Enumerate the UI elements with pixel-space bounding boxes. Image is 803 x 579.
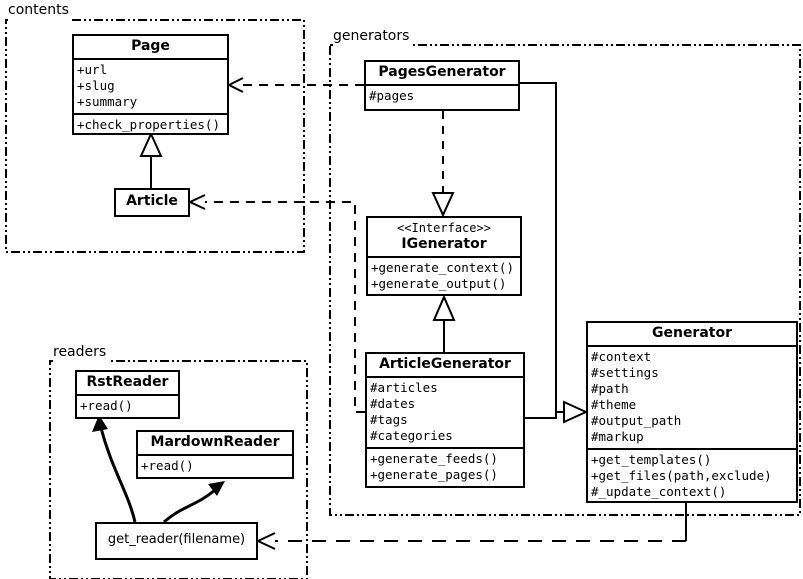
class-box-articlegenerator[interactable]: ArticleGenerator #articles #dates #tags … xyxy=(365,352,525,488)
class-methods-rstreader: +read() xyxy=(77,394,178,417)
class-header-page: Page xyxy=(74,36,227,58)
function-box-get-reader[interactable]: get_reader(filename) xyxy=(95,522,258,560)
class-attributes-articlegenerator: #articles #dates #tags #categories xyxy=(367,376,523,447)
attribute-row: #theme xyxy=(591,397,637,412)
edge-article-generalizes-page xyxy=(139,131,163,188)
class-header-article: Article xyxy=(116,190,188,213)
attribute-row: #tags xyxy=(370,412,408,427)
function-header-get-reader: get_reader(filename) xyxy=(97,524,256,553)
class-box-rstreader[interactable]: RstReader +read() xyxy=(75,370,180,419)
method-row: +get_files(path,exclude) xyxy=(591,468,772,483)
class-attributes-page: +url +slug +summary xyxy=(74,58,227,113)
edge-articlegenerator-depends-article xyxy=(187,194,365,413)
class-methods-page: +check_properties() xyxy=(74,113,227,136)
edge-articlegenerator-generalizes-generator xyxy=(525,400,589,424)
class-methods-mardownreader: +read() xyxy=(138,454,292,477)
class-name-rstreader: RstReader xyxy=(86,374,169,390)
edge-get-reader-creates-mardownreader xyxy=(163,481,225,524)
class-box-page[interactable]: Page +url +slug +summary +check_properti… xyxy=(72,34,229,135)
attribute-row: #pages xyxy=(369,88,415,103)
class-name-page: Page xyxy=(131,38,170,54)
class-box-generator[interactable]: Generator #context #settings #path #them… xyxy=(586,321,798,503)
method-row: +generate_feeds() xyxy=(370,451,498,466)
method-row: +generate_pages() xyxy=(370,467,498,482)
package-label-contents: contents xyxy=(8,2,69,18)
method-row: #_update_context() xyxy=(591,484,727,499)
attribute-row: #dates xyxy=(370,396,416,411)
attribute-row: +url xyxy=(77,62,108,77)
class-name-articlegenerator: ArticleGenerator xyxy=(379,356,511,372)
method-row: +get_templates() xyxy=(591,452,712,467)
class-box-igenerator[interactable]: <<Interface>> IGenerator +generate_conte… xyxy=(366,216,522,296)
class-methods-generator: +get_templates() +get_files(path,exclude… xyxy=(588,448,796,503)
edge-articlegenerator-generalizes-igenerator xyxy=(432,294,456,352)
class-name-generator: Generator xyxy=(651,325,732,341)
method-row: +check_properties() xyxy=(77,117,220,132)
package-label-generators: generators xyxy=(333,28,410,44)
attribute-row: #categories xyxy=(370,428,453,443)
attribute-row: #path xyxy=(591,381,629,396)
class-header-rstreader: RstReader xyxy=(77,372,178,394)
class-attributes-pagesgenerator: #pages xyxy=(366,84,518,107)
package-label-readers: readers xyxy=(53,344,107,360)
class-header-pagesgenerator: PagesGenerator xyxy=(366,62,518,84)
attribute-row: #settings xyxy=(591,365,659,380)
method-row: +read() xyxy=(141,458,194,473)
edge-pagesgenerator-realizes-igenerator xyxy=(431,111,455,218)
attribute-row: #markup xyxy=(591,429,644,444)
class-attributes-generator: #context #settings #path #theme #output_… xyxy=(588,345,796,448)
method-row: +generate_context() xyxy=(371,260,514,275)
function-name-get-reader: get_reader(filename) xyxy=(107,532,246,547)
attribute-row: #output_path xyxy=(591,413,682,428)
attribute-row: #articles xyxy=(370,380,438,395)
class-stereotype-igenerator: <<Interface>> xyxy=(397,221,491,235)
class-box-pagesgenerator[interactable]: PagesGenerator #pages xyxy=(364,60,520,111)
method-row: +read() xyxy=(80,398,133,413)
class-box-mardownreader[interactable]: MardownReader +read() xyxy=(136,430,294,479)
edge-pagesgenerator-generalizes-generator xyxy=(520,82,564,413)
class-name-pagesgenerator: PagesGenerator xyxy=(378,64,506,80)
edge-generator-depends-get-reader xyxy=(255,503,687,550)
class-methods-articlegenerator: +generate_feeds() +generate_pages() xyxy=(367,447,523,486)
attribute-row: #context xyxy=(591,349,652,364)
class-name-mardownreader: MardownReader xyxy=(150,434,280,450)
class-name-article: Article xyxy=(126,193,178,209)
class-header-articlegenerator: ArticleGenerator xyxy=(367,354,523,376)
class-header-igenerator: <<Interface>> IGenerator xyxy=(368,218,520,256)
class-methods-igenerator: +generate_context() +generate_output() xyxy=(368,256,520,295)
class-header-generator: Generator xyxy=(588,323,796,345)
edge-pagesgenerator-depends-page xyxy=(226,77,364,93)
class-name-igenerator: IGenerator xyxy=(401,236,487,252)
edge-get-reader-creates-rstreader xyxy=(92,415,137,523)
class-header-mardownreader: MardownReader xyxy=(138,432,292,454)
class-box-article[interactable]: Article xyxy=(114,188,190,217)
attribute-row: +summary xyxy=(77,94,138,109)
method-row: +generate_output() xyxy=(371,276,507,291)
attribute-row: +slug xyxy=(77,78,115,93)
